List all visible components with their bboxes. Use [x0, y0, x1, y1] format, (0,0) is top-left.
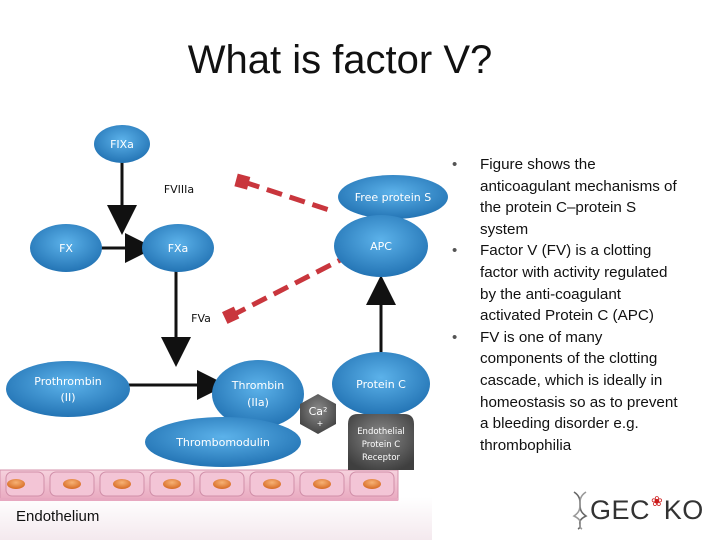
label-fva: FVa	[191, 312, 211, 325]
svg-text:Protein C: Protein C	[356, 378, 406, 391]
protein-c-pathway-diagram: FIXa FVIIIa Free protein S FX FXa APC FV…	[0, 125, 448, 540]
svg-text:FX: FX	[59, 242, 73, 255]
endothelium-membrane	[0, 469, 432, 540]
bullet-item: Factor V (FV) is a clotting factor with …	[452, 240, 720, 326]
bullet-item: Figure shows the anticoagulant mechanism…	[452, 154, 720, 240]
svg-text:Endothelial: Endothelial	[357, 427, 405, 437]
node-fxa: FXa	[142, 224, 214, 272]
bullet-item: FV is one of many components of the clot…	[452, 327, 720, 457]
node-free-protein-s: Free protein S	[338, 175, 448, 219]
bullet-list: Figure shows the anticoagulant mechanism…	[452, 154, 720, 456]
node-fixa: FIXa	[94, 125, 150, 163]
dna-helix-icon	[572, 491, 588, 530]
svg-text:APC: APC	[370, 240, 392, 253]
node-endothelial-protein-c-receptor: Endothelial Protein C Receptor	[348, 414, 414, 470]
svg-text:Prothrombin: Prothrombin	[34, 375, 102, 388]
logo-text-left: GEC	[590, 494, 651, 525]
logo-text-right: KO	[663, 494, 704, 525]
node-protein-c: Protein C	[332, 352, 430, 416]
apc-inactivates-fviiia	[234, 173, 333, 214]
svg-text:FIXa: FIXa	[110, 138, 134, 151]
genecko-logo: GEC ❀ KO	[570, 488, 704, 532]
node-calcium: Ca² +	[300, 394, 336, 434]
label-fviiia: FVIIIa	[164, 183, 194, 196]
apc-inactivates-fva	[222, 251, 354, 324]
slide-title: What is factor V?	[187, 38, 493, 82]
endothelium-label: Endothelium	[16, 508, 100, 525]
svg-text:(II): (II)	[60, 391, 75, 404]
svg-text:FXa: FXa	[168, 242, 189, 255]
node-apc: APC	[334, 215, 428, 277]
node-prothrombin: Prothrombin (II)	[6, 361, 130, 417]
svg-text:Receptor: Receptor	[362, 453, 401, 463]
node-thrombomodulin: Thrombomodulin	[145, 417, 301, 467]
svg-text:+: +	[317, 419, 324, 428]
svg-text:(IIa): (IIa)	[247, 396, 269, 409]
svg-text:Ca²: Ca²	[309, 405, 328, 418]
node-fx: FX	[30, 224, 102, 272]
svg-text:Free protein S: Free protein S	[355, 191, 431, 204]
svg-text:Thrombin: Thrombin	[231, 379, 284, 392]
node-thrombin: Thrombin (IIa)	[212, 360, 304, 428]
svg-text:Protein C: Protein C	[362, 440, 400, 450]
svg-text:Thrombomodulin: Thrombomodulin	[175, 436, 270, 449]
maple-leaf-icon: ❀	[651, 492, 663, 509]
